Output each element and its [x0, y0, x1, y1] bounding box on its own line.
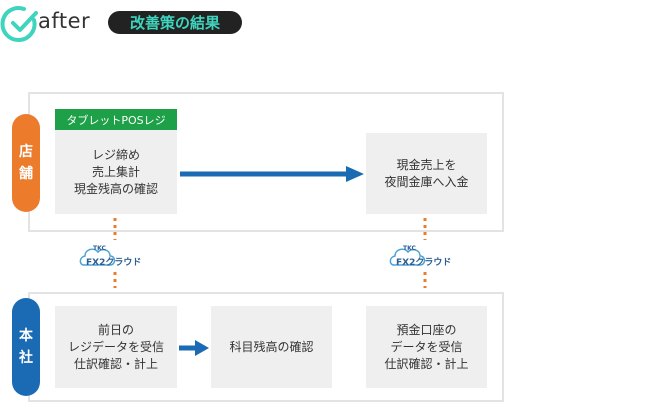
hq-box1-line1: 前日の [97, 322, 134, 337]
hq-box3-line1: 預金口座の [396, 322, 457, 337]
hq-box3-line3: 仕訳確認・計上 [384, 356, 469, 371]
fx2-cloud-logo-right: TKC FX2クラウド [388, 243, 488, 269]
hq-box-bank-data: 預金口座の データを受信 仕訳確認・計上 [366, 306, 487, 388]
store-box1-line3: 現金残高の確認 [73, 181, 158, 196]
clock-check-icon [0, 6, 38, 43]
hq-box-register-data: 前日の レジデータを受信 仕訳確認・計上 [55, 306, 177, 388]
hq-tab: 本 社 [12, 298, 40, 396]
store-box-register-close: レジ締め 売上集計 現金残高の確認 [55, 130, 177, 214]
hq-tab-char1: 本 [19, 328, 33, 344]
store-box2-line1: 現金売上を [396, 157, 457, 172]
hq-box-account-balance: 科目残高の確認 [211, 306, 332, 388]
arrow-right-icon [180, 166, 364, 182]
cloud-tag: TKC [403, 245, 416, 252]
hq-box1-line3: 仕訳確認・計上 [73, 356, 158, 371]
hq-box3-line2: データを受信 [390, 339, 463, 354]
cloud-icon [79, 248, 116, 266]
store-tab-char2: 舗 [19, 166, 33, 182]
hq-box2-line1: 科目残高の確認 [229, 339, 314, 354]
store-box2-line2: 夜間金庫へ入金 [384, 174, 469, 189]
store-box1-line2: 売上集計 [91, 164, 140, 179]
hq-tab-char2: 社 [19, 350, 33, 366]
hq-box1-line2: レジデータを受信 [67, 339, 164, 354]
pos-label: タブレットPOSレジ [55, 109, 177, 130]
cloud-icon [389, 248, 426, 266]
store-tab: 店 舗 [12, 114, 40, 212]
fx2-cloud-logo-left: TKC FX2クラウド [78, 243, 178, 269]
cloud-tag: TKC [93, 245, 106, 252]
header-title: after [38, 9, 91, 33]
store-box-night-deposit: 現金売上を 夜間金庫へ入金 [366, 133, 487, 214]
cloud-name: FX2クラウド [396, 258, 452, 268]
store-tab-char1: 店 [19, 144, 33, 160]
store-box1-line1: レジ締め [91, 147, 140, 162]
result-badge: 改善策の結果 [108, 11, 242, 34]
cloud-name: FX2クラウド [86, 258, 142, 268]
arrow-right-icon [179, 340, 209, 356]
